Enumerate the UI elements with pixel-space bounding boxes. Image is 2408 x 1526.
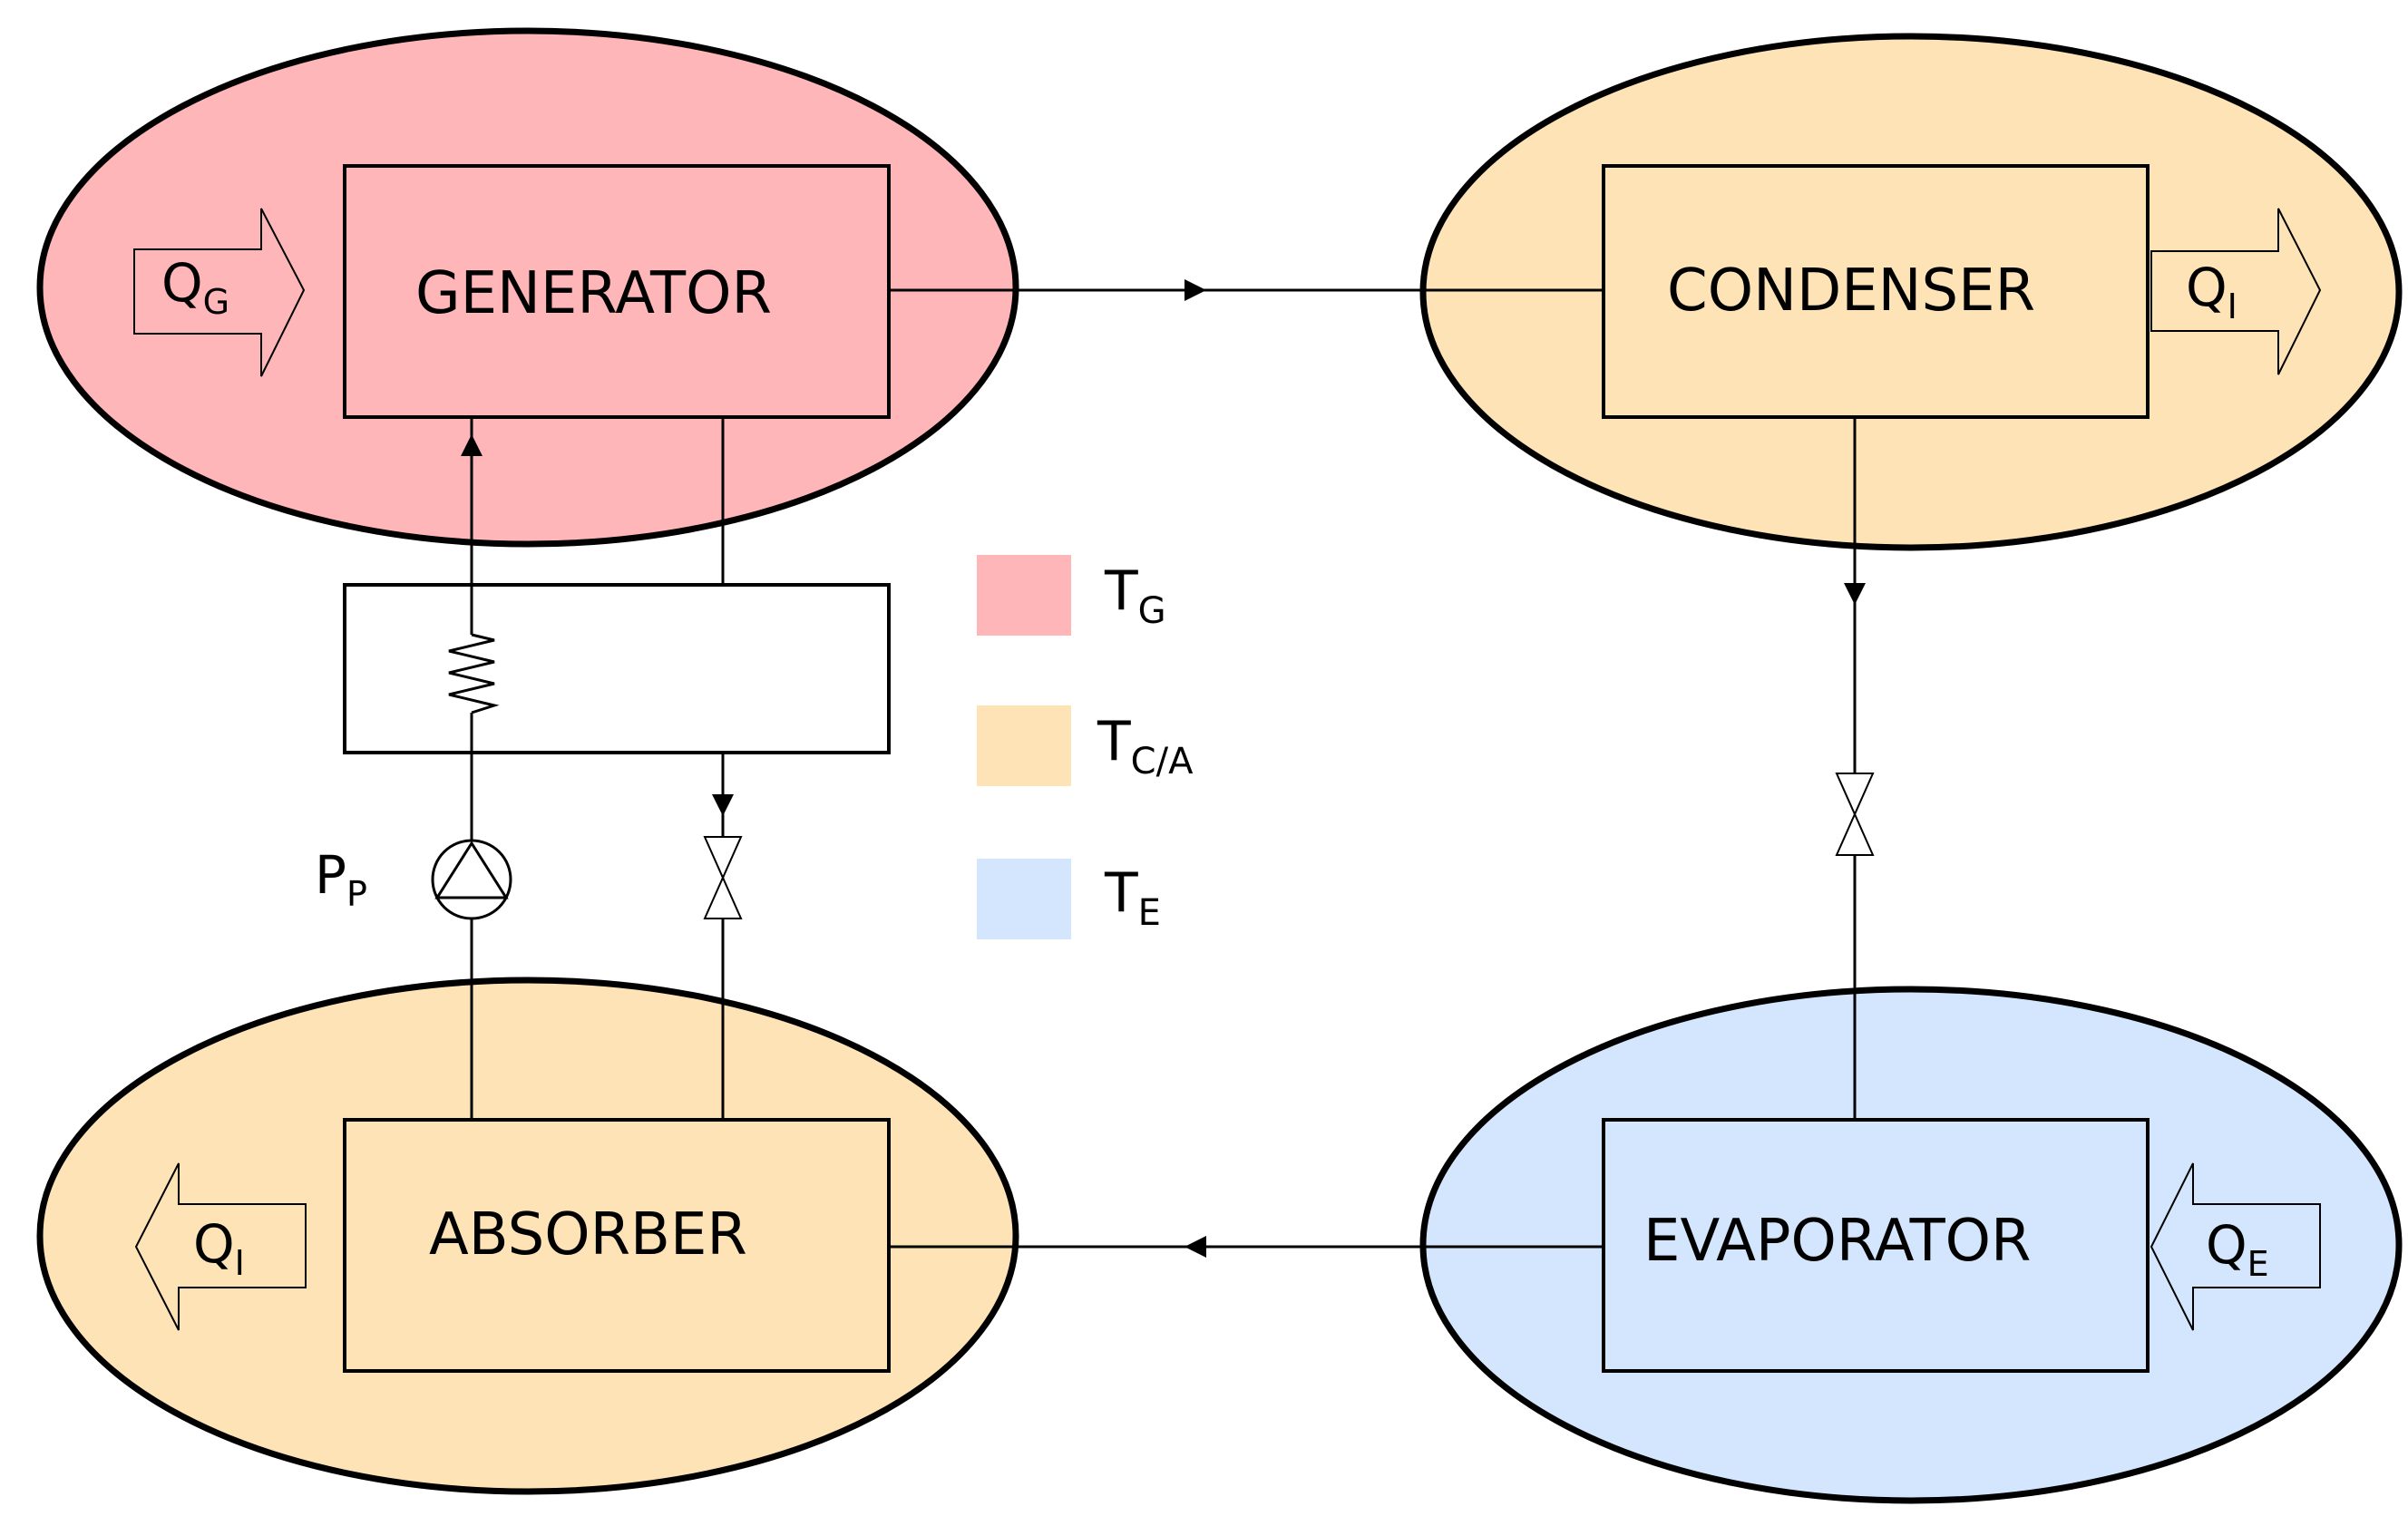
heat-output-arrow-icon bbox=[134, 1162, 307, 1331]
evaporator-box bbox=[1602, 1118, 2150, 1373]
legend: TG TC/A TE bbox=[977, 555, 1194, 939]
flow-arrow-icon bbox=[461, 434, 483, 456]
flow-arrow-icon bbox=[1844, 583, 1866, 605]
flow-arrow-icon bbox=[1185, 1236, 1206, 1258]
evaporator-label: EVAPORATOR bbox=[1643, 1208, 2032, 1275]
heat-exchanger-icon bbox=[448, 633, 500, 714]
solution-heat-exchanger-box bbox=[343, 583, 891, 754]
expansion-valve-icon bbox=[703, 836, 743, 919]
legend-swatch-evaporator bbox=[977, 859, 1071, 939]
legend-swatch-condenser-absorber bbox=[977, 705, 1071, 786]
pump-label: PP bbox=[315, 844, 367, 914]
condenser-label: CONDENSER bbox=[1667, 258, 2035, 325]
heat-input-arrow-icon bbox=[2150, 1162, 2321, 1331]
absorber-label: ABSORBER bbox=[429, 1201, 747, 1268]
condenser-heat-label: QI bbox=[2186, 257, 2237, 326]
absorber-box bbox=[343, 1118, 891, 1373]
legend-swatch-generator bbox=[977, 555, 1071, 636]
flow-arrow-icon bbox=[712, 794, 734, 816]
generator-label: GENERATOR bbox=[415, 260, 772, 327]
generator-heat-label: QG bbox=[161, 252, 229, 322]
heat-input-arrow-icon bbox=[133, 208, 306, 377]
absorber-heat-label: QI bbox=[193, 1213, 245, 1283]
pump-icon bbox=[431, 839, 512, 920]
legend-label-condenser-absorber: TC/A bbox=[1097, 710, 1194, 782]
heat-output-arrow-icon bbox=[2150, 208, 2322, 375]
expansion-valve-icon bbox=[1835, 773, 1875, 856]
flow-arrow-icon bbox=[1185, 279, 1206, 301]
legend-label-evaporator: TE bbox=[1104, 861, 1161, 934]
generator-box bbox=[343, 164, 891, 419]
legend-label-generator: TG bbox=[1104, 559, 1166, 632]
evaporator-heat-label: QE bbox=[2206, 1214, 2269, 1284]
condenser-box bbox=[1602, 164, 2150, 419]
